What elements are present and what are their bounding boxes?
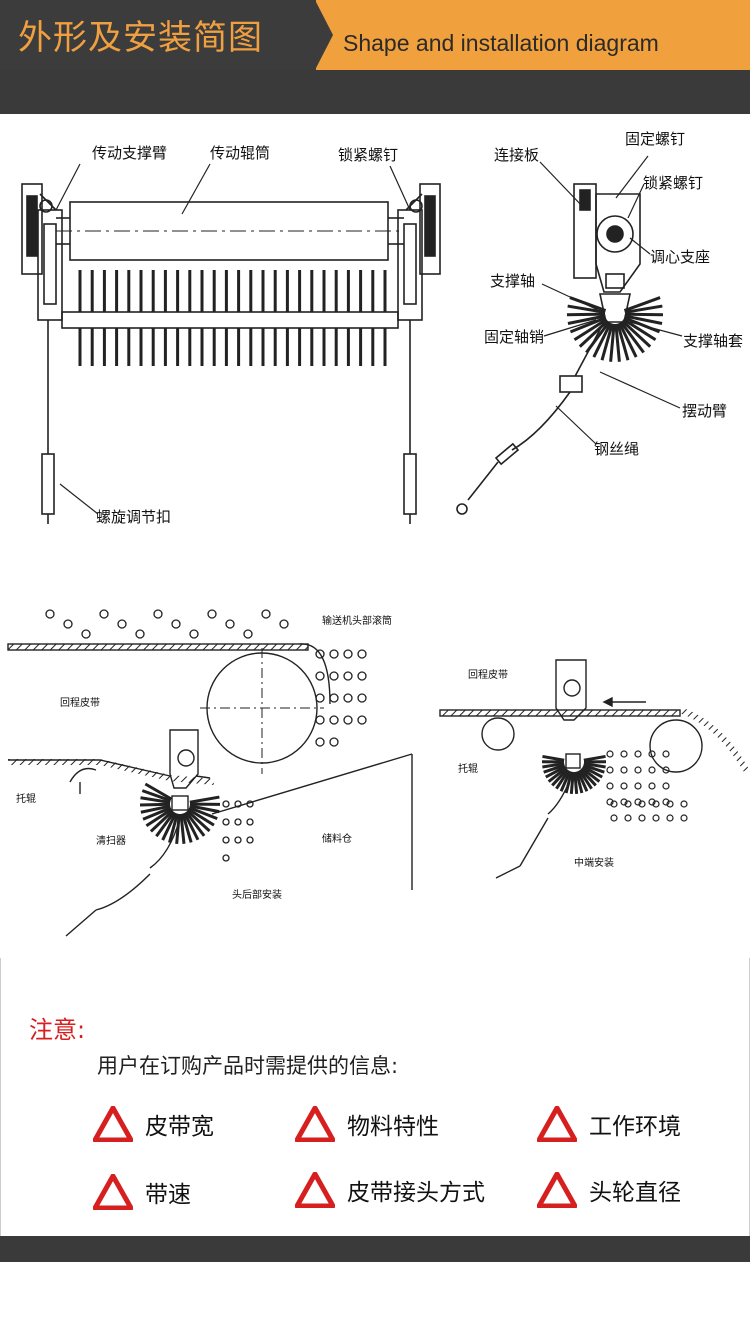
middle-bristles [541,754,607,795]
req-material-properties: 物料特性 [347,1114,439,1140]
label-connecting-plate: 连接板 [494,146,539,164]
req-item: 工作环境 [537,1106,681,1142]
label-idler-2: 托辊 [458,762,478,775]
installation-diagrams: 传动支撑臂 传动辊筒 锁紧螺钉 螺旋调节扣 连接板 固定螺钉 锁紧螺钉 调心支座… [7,130,749,937]
req-item: 头轮直径 [537,1172,681,1208]
label-self-aligning-seat: 调心支座 [650,248,710,266]
label-support-sleeve: 支撑轴套 [683,332,743,350]
head-bristles [139,782,221,844]
req-work-environment: 工作环境 [589,1114,681,1140]
label-fixing-pin: 固定轴销 [484,328,544,346]
material-particles [45,609,367,862]
middle-installation-diagram [439,659,749,879]
req-belt-width: 皮带宽 [145,1114,214,1140]
side-view-leaders [539,155,683,445]
label-wire-rope: 钢丝绳 [594,440,639,458]
label-lock-screw-2: 锁紧螺钉 [643,174,703,192]
side-view-diagram [456,183,641,515]
header-bar: 外形及安装简图 Shape and installation diagram [0,0,750,70]
header-divider-bar [0,70,750,114]
req-item: 皮带宽 [93,1106,214,1142]
warning-triangle-icon [537,1106,577,1142]
label-idler: 托辊 [16,792,36,805]
label-lock-screw: 锁紧螺钉 [338,146,398,164]
req-head-pulley-diameter: 头轮直径 [589,1180,681,1206]
warning-triangle-icon [295,1172,335,1208]
arrow-chevron-icon [315,0,333,70]
req-belt-speed: 带速 [145,1182,191,1208]
label-swing-arm: 摆动臂 [682,402,727,420]
brush-bristles [78,270,387,366]
req-item: 物料特性 [295,1106,439,1142]
label-head-rear-install: 头后部安装 [232,888,282,901]
notice-title: 注意: [29,1016,86,1044]
page-subtitle: Shape and installation diagram [343,30,659,56]
notice-intro: 用户在订购产品时需提供的信息: [97,1054,399,1078]
order-notice: 注意: 用户在订购产品时需提供的信息: 皮带宽 物料特性 工作环境 带速 皮带接… [0,958,750,1236]
label-middle-install: 中端安装 [574,856,614,869]
label-fixing-screw: 固定螺钉 [625,130,685,148]
label-storage-bin: 储料仓 [322,832,352,845]
label-return-belt: 回程皮带 [60,696,100,709]
label-support-shaft: 支撑轴 [490,272,535,290]
footer-bar [0,1236,750,1262]
label-cleaner: 清扫器 [96,834,126,847]
req-item: 皮带接头方式 [295,1172,485,1208]
warning-triangle-icon [537,1172,577,1208]
label-drive-roller: 传动辊筒 [210,144,270,162]
head-installation-diagram [7,643,413,937]
header-subtitle-panel [315,0,750,70]
warning-triangle-icon [93,1174,133,1210]
label-head-pulley: 输送机头部滚筒 [322,614,392,627]
req-belt-joint: 皮带接头方式 [347,1180,485,1206]
warning-triangle-icon [93,1106,133,1142]
front-view-diagram [21,183,441,524]
warning-triangle-icon [295,1106,335,1142]
middle-particles [606,750,688,822]
req-item: 带速 [93,1174,191,1210]
page-title: 外形及安装简图 [18,18,263,58]
label-turnbuckle: 螺旋调节扣 [96,508,171,526]
front-view-leaders [55,163,411,515]
label-return-belt-2: 回程皮带 [468,668,508,681]
label-drive-arm: 传动支撑臂 [92,144,167,162]
